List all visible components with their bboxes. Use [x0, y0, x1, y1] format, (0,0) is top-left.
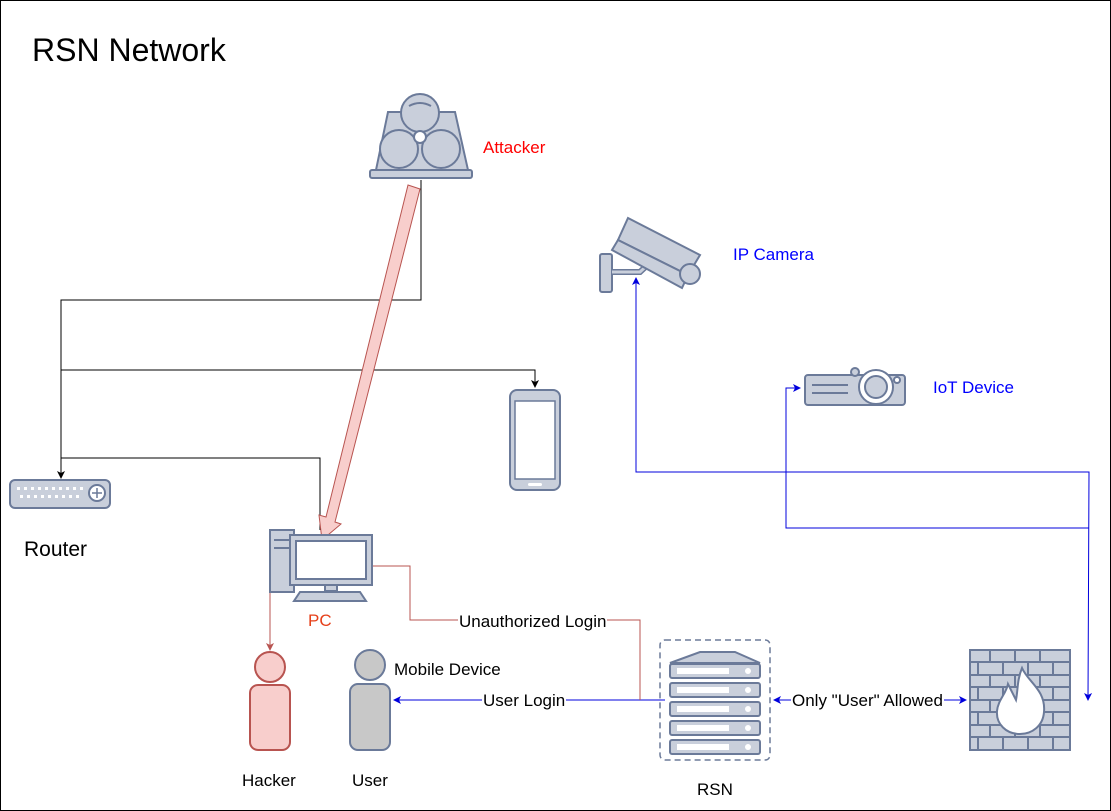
router-connections [57, 180, 539, 530]
biohazard-laptop-icon[interactable] [369, 93, 473, 179]
router-label: Router [24, 538, 88, 561]
flame-icon [995, 665, 1046, 736]
hacker-label: Hacker [242, 771, 296, 790]
security-camera-icon[interactable] [599, 216, 702, 293]
firewall-icon[interactable] [969, 649, 1071, 751]
server-rack-icon[interactable] [659, 639, 771, 761]
ip-camera-label: IP Camera [733, 245, 814, 264]
edge-attacker-router [57, 180, 422, 479]
only-user-allowed-label: Only "User" Allowed [791, 691, 944, 711]
edge-router-mobile [61, 369, 539, 388]
blue-connections [393, 277, 1093, 704]
projector-icon[interactable] [804, 367, 906, 406]
attack-arrow [318, 184, 421, 541]
unauthorized-login-label: Unauthorized Login [458, 612, 608, 632]
red-connections [266, 565, 641, 700]
edge-pc-rsn-unauthorized [372, 565, 641, 700]
edge-firewall-iotdevice [785, 384, 1089, 529]
iot-device-label: IoT Device [933, 378, 1014, 397]
router-icon[interactable] [9, 479, 111, 509]
hacker-person-icon[interactable] [249, 651, 291, 751]
edge-firewall-ipcamera [632, 277, 1093, 701]
smartphone-icon[interactable] [509, 389, 561, 491]
attacker-label: Attacker [483, 138, 546, 157]
user-login-label: User Login [482, 691, 567, 711]
mobile-device-label: Mobile Device [394, 660, 501, 679]
diagram-title: RSN Network [32, 32, 226, 68]
user-label: User [352, 771, 388, 790]
user-person-icon[interactable] [349, 649, 391, 751]
rsn-label: RSN [697, 780, 733, 799]
desktop-computer-icon[interactable] [269, 529, 373, 602]
edge-router-pc [61, 457, 321, 530]
pc-label: PC [308, 611, 332, 630]
